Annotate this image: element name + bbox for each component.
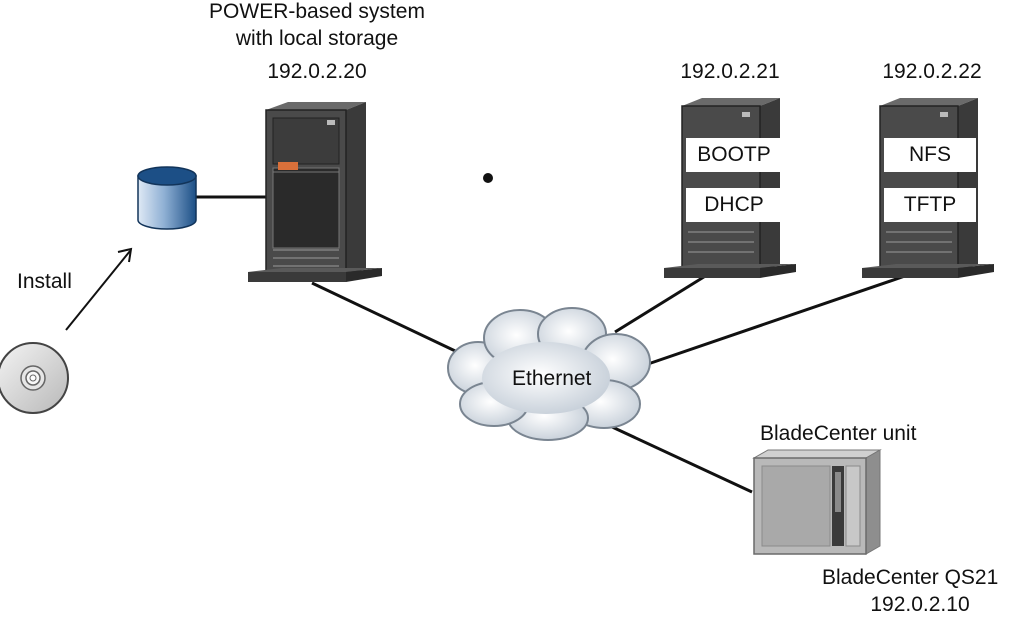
link-ethernet-bladecenter <box>609 424 753 494</box>
service-label-bootp: BOOTP <box>686 138 782 172</box>
marker-dot <box>483 173 493 183</box>
nfs-server-ip: 192.0.2.22 <box>882 60 982 83</box>
ethernet-cloud-icon <box>447 307 651 441</box>
power-system-ip: 192.0.2.20 <box>267 60 367 83</box>
bladecenter-ip: 192.0.2.10 <box>870 593 970 616</box>
ethernet-label: Ethernet <box>512 367 592 390</box>
boot-server-ip: 192.0.2.21 <box>680 60 780 83</box>
link-power-ethernet <box>311 281 471 360</box>
bladecenter-unit-label: BladeCenter unit <box>760 422 917 445</box>
cd-disc-icon <box>0 342 69 414</box>
bladecenter-chassis-icon <box>752 449 882 555</box>
power-server-icon <box>248 102 382 282</box>
power-system-title-line2: with local storage <box>235 27 399 50</box>
power-system-title-line1: POWER-based system <box>209 0 425 23</box>
install-arrow-icon <box>65 247 133 331</box>
bladecenter-blade-label: BladeCenter QS21 <box>822 566 999 589</box>
service-label-tftp: TFTP <box>884 188 976 222</box>
service-label-nfs: NFS <box>884 138 976 172</box>
storage-disk-icon <box>137 166 197 230</box>
install-label: Install <box>17 270 72 293</box>
link-boot-ethernet <box>614 273 708 334</box>
link-nfs-ethernet <box>647 274 906 366</box>
service-label-dhcp: DHCP <box>686 188 782 222</box>
